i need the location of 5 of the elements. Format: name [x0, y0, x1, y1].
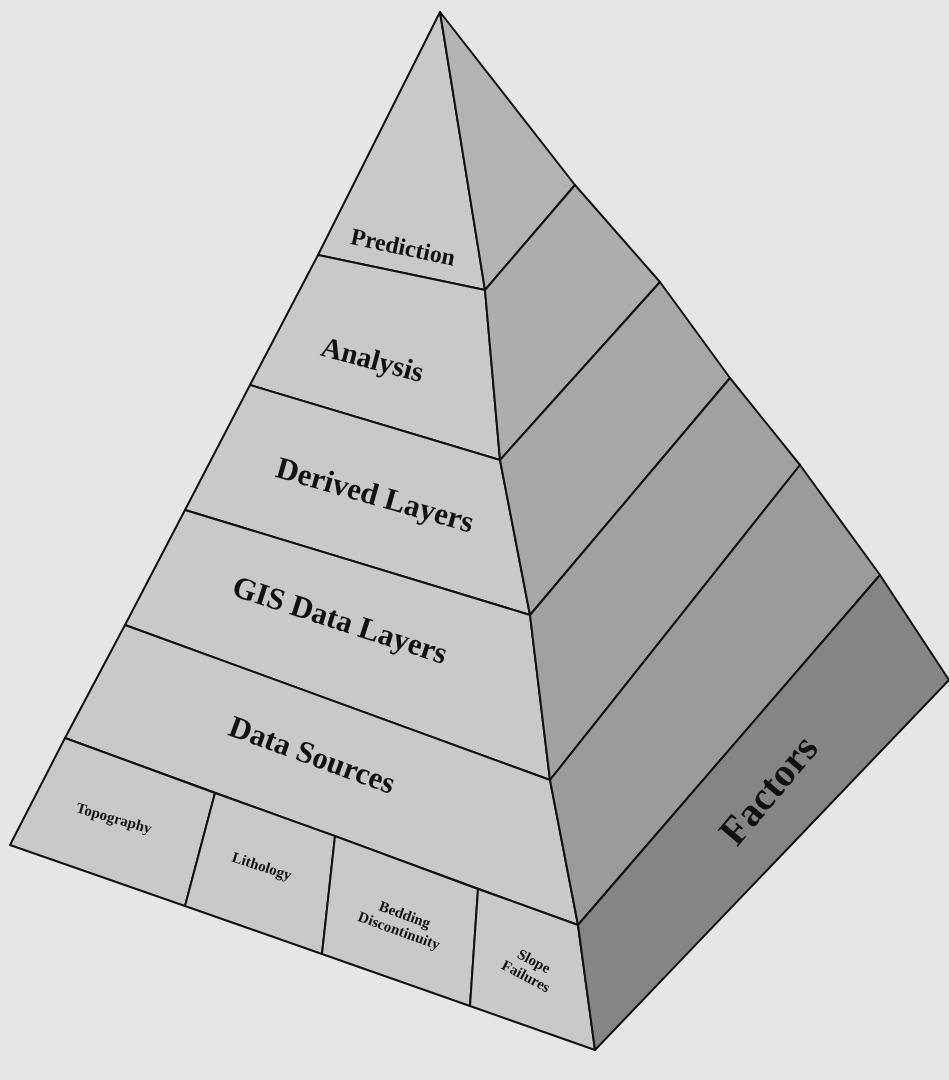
- layer-label: Data Sources: [224, 709, 400, 801]
- layer-label: GIS Data Layers: [228, 569, 452, 671]
- layer-label: Analysis: [317, 331, 427, 389]
- layer-label: Derived Layers: [272, 450, 478, 540]
- layer-label: Prediction: [348, 223, 458, 272]
